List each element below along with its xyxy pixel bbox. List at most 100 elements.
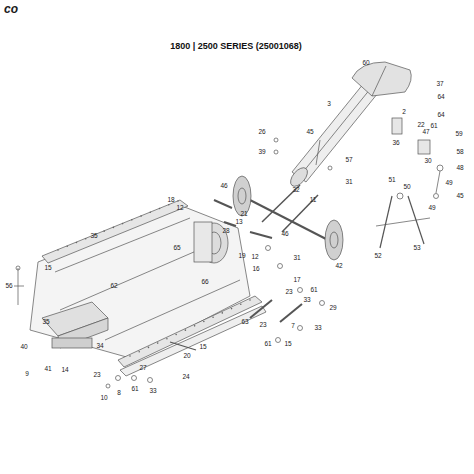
rivet bbox=[148, 347, 150, 349]
callout-number: 42 bbox=[335, 263, 342, 270]
callout-number: 48 bbox=[456, 165, 463, 172]
rivet bbox=[203, 321, 205, 323]
callout-number: 65 bbox=[173, 245, 180, 252]
callout-number: 28 bbox=[222, 228, 229, 235]
diagram-title: 1800 | 2500 SERIES (25001068) bbox=[170, 41, 302, 51]
callout-number: 40 bbox=[20, 344, 27, 351]
callout-number: 9 bbox=[25, 371, 29, 378]
rivet bbox=[138, 351, 140, 353]
callout-number: 62 bbox=[110, 283, 117, 290]
rivet bbox=[168, 204, 170, 206]
callout-number: 46 bbox=[281, 231, 288, 238]
callout-number: 61 bbox=[131, 386, 138, 393]
callout-number: 18 bbox=[167, 197, 174, 204]
callout-number: 49 bbox=[428, 205, 435, 212]
rivet bbox=[166, 338, 168, 340]
callout-number: 56 bbox=[5, 283, 12, 290]
callout-number: 61 bbox=[310, 287, 317, 294]
callout-number: 50 bbox=[403, 184, 410, 191]
callout-number: 15 bbox=[284, 341, 291, 348]
callout-number: 35 bbox=[90, 233, 97, 240]
callout-number: 12 bbox=[176, 205, 183, 212]
callout-number: 45 bbox=[306, 129, 313, 136]
callout-number: 63 bbox=[241, 319, 248, 326]
rivet bbox=[249, 299, 251, 301]
callout-number: 23 bbox=[93, 372, 100, 379]
callout-number: 33 bbox=[314, 325, 321, 332]
callout-number: 35 bbox=[42, 319, 49, 326]
callout-number: 8 bbox=[117, 390, 121, 397]
callout-number: 23 bbox=[259, 322, 266, 329]
callout-number: 32 bbox=[292, 187, 299, 194]
callout-number: 33 bbox=[303, 297, 310, 304]
callout-number: 64 bbox=[437, 94, 444, 101]
callout-number: 16 bbox=[252, 266, 259, 273]
callout-number: 20 bbox=[183, 353, 190, 360]
callout-number: 41 bbox=[44, 366, 51, 373]
callout-number: 10 bbox=[100, 395, 107, 402]
callout-number: 58 bbox=[456, 149, 463, 156]
rivet bbox=[140, 215, 142, 217]
callout-number: 17 bbox=[293, 277, 300, 284]
rivet bbox=[76, 242, 78, 244]
rivet bbox=[103, 230, 105, 232]
callout-number: 13 bbox=[235, 219, 242, 226]
callout-number: 52 bbox=[374, 253, 381, 260]
callout-number: 31 bbox=[293, 255, 300, 262]
callout-number: 3 bbox=[327, 101, 331, 108]
callout-number: 59 bbox=[455, 131, 462, 138]
callout-number: 15 bbox=[44, 265, 51, 272]
callout-number: 29 bbox=[329, 305, 336, 312]
callout-number: 53 bbox=[413, 245, 420, 252]
callout-number: 19 bbox=[238, 253, 245, 260]
callout-number: 39 bbox=[258, 149, 265, 156]
rivet bbox=[240, 304, 242, 306]
callout-number: 27 bbox=[139, 365, 146, 372]
callout-number: 24 bbox=[182, 374, 189, 381]
callout-number: 61 bbox=[430, 123, 437, 130]
callout-number: 21 bbox=[240, 211, 247, 218]
rivet bbox=[85, 238, 87, 240]
rivet bbox=[175, 334, 177, 336]
rivet bbox=[113, 227, 115, 229]
callout-number: 31 bbox=[345, 179, 352, 186]
callout-number: 45 bbox=[456, 193, 463, 200]
callout-number: 34 bbox=[96, 343, 103, 350]
rivet bbox=[212, 316, 214, 318]
callout-number: 11 bbox=[310, 197, 317, 204]
callout-number: 15 bbox=[199, 344, 206, 351]
rivet bbox=[222, 312, 224, 314]
callout-number: 46 bbox=[220, 183, 227, 190]
rivet bbox=[194, 325, 196, 327]
callout-number: 12 bbox=[251, 254, 258, 261]
rivet bbox=[122, 223, 124, 225]
callout-number: 14 bbox=[61, 367, 68, 374]
callout-number: 2 bbox=[402, 109, 406, 116]
callout-number: 49 bbox=[445, 180, 452, 187]
callout-number: 60 bbox=[362, 60, 369, 67]
rivet bbox=[66, 245, 68, 247]
rivet bbox=[150, 212, 152, 214]
rivet bbox=[231, 308, 233, 310]
callout-number: 7 bbox=[291, 323, 295, 330]
callout-number: 51 bbox=[388, 177, 395, 184]
rivet bbox=[159, 208, 161, 210]
rivet bbox=[57, 249, 59, 251]
rivet bbox=[157, 342, 159, 344]
callout-number: 61 bbox=[264, 341, 271, 348]
rivet bbox=[129, 355, 131, 357]
callout-number: 26 bbox=[258, 129, 265, 136]
callout-number: 23 bbox=[285, 289, 292, 296]
callout-number: 33 bbox=[149, 388, 156, 395]
callout-number: 36 bbox=[392, 140, 399, 147]
logo-text: co bbox=[4, 2, 18, 16]
rivet bbox=[177, 200, 179, 202]
callout-number: 37 bbox=[436, 81, 443, 88]
callout-number: 30 bbox=[424, 158, 431, 165]
rivet bbox=[185, 329, 187, 331]
callout-number: 66 bbox=[201, 279, 208, 286]
rivet bbox=[131, 219, 133, 221]
callout-number: 57 bbox=[345, 157, 352, 164]
